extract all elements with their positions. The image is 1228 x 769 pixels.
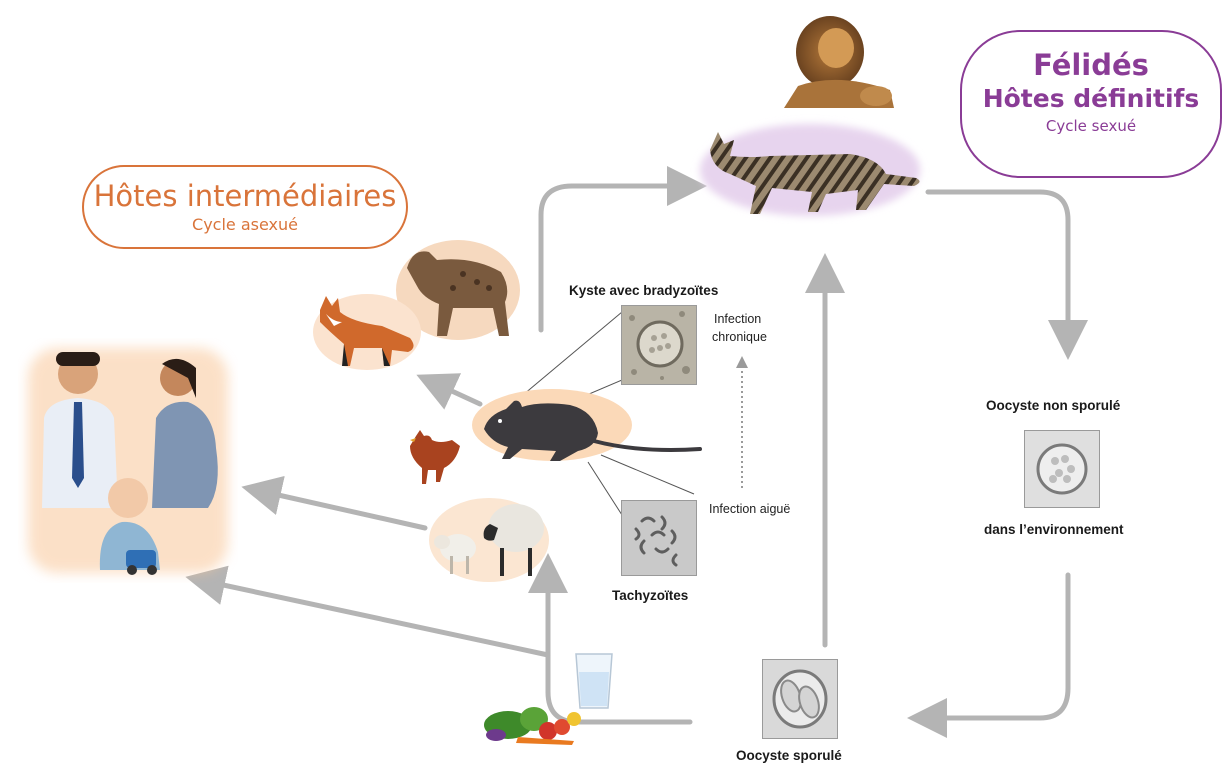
cyst-label: Kyste avec bradyzoïtes	[569, 283, 718, 298]
humans-icon	[18, 338, 238, 583]
intermediate-hosts-box: Hôtes intermédiaires Cycle asexué	[82, 165, 408, 249]
oocyst-unsporulated-label: Oocyste non sporulé	[986, 398, 1120, 413]
acute-infection-label: Infection aiguë	[709, 502, 790, 516]
tachyzoites-label: Tachyzoïtes	[612, 588, 688, 603]
definitive-hosts-box: Félidés Hôtes définitifs Cycle sexué	[960, 30, 1222, 178]
intermediate-hosts-title: Hôtes intermédiaires	[84, 179, 406, 213]
arrow-cat-to-oocyst	[928, 192, 1068, 345]
sporulated-oocyst-micrograph	[762, 659, 838, 739]
sheep-icon	[428, 494, 550, 582]
cyst-micrograph	[621, 305, 697, 385]
vegetables-icon	[478, 697, 584, 747]
chronic-infection-line2: chronique	[712, 330, 767, 344]
fox-icon	[312, 292, 422, 372]
arrow-env-to-sporulated	[922, 575, 1068, 718]
definitive-hosts-title: Félidés	[962, 48, 1220, 82]
definitive-hosts-subtitle: Hôtes définitifs	[962, 84, 1220, 113]
environment-label: dans l’environnement	[984, 522, 1124, 537]
oocyst-sporulated-label: Oocyste sporulé	[736, 748, 842, 763]
lion-icon	[778, 8, 898, 112]
rat-icon	[470, 385, 710, 475]
hen-icon	[400, 426, 464, 488]
chronic-infection-line1: Infection	[714, 312, 761, 326]
cat-icon	[690, 112, 930, 224]
intermediate-hosts-subtitle: Cycle asexué	[84, 215, 406, 234]
unsporulated-oocyst-micrograph	[1024, 430, 1100, 508]
arrow-sheep-to-humans	[256, 490, 425, 528]
arrow-food-to-humans	[200, 580, 548, 655]
definitive-hosts-cycle: Cycle sexué	[962, 117, 1220, 135]
tachyzoites-micrograph	[621, 500, 697, 576]
